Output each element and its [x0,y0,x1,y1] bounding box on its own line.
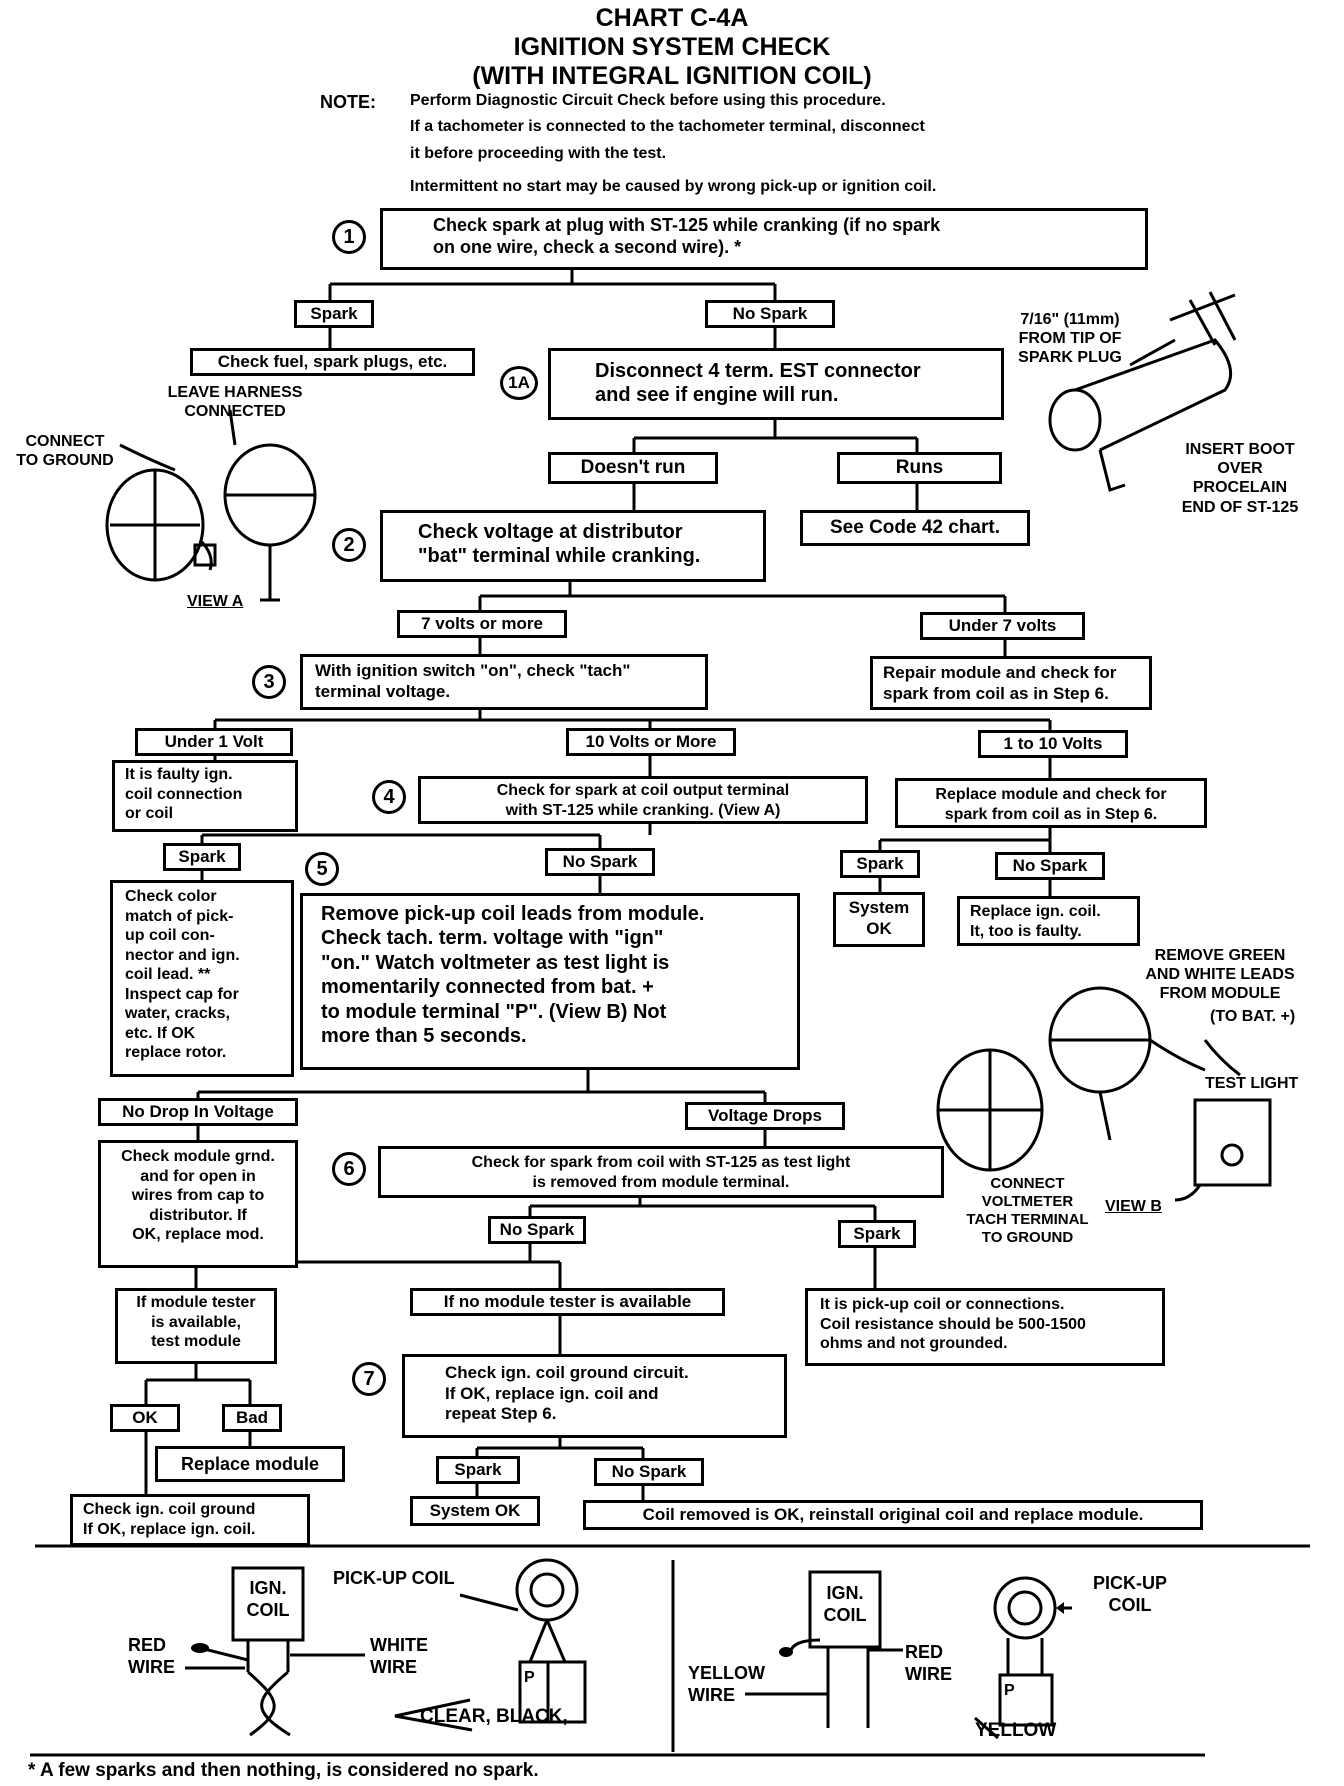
code42-box: See Code 42 chart. [800,510,1030,546]
left-red-wire-label: RED WIRE [128,1635,175,1677]
test-light-label: TEST LIGHT [1205,1075,1299,1092]
right-yellow-wire-label: YELLOW WIRE [688,1663,765,1705]
replace-module-step6-box: Replace module and check for spark from … [895,778,1207,828]
no-spark-branch-1to10: No Spark [995,852,1105,880]
runs-branch: Runs [837,452,1002,484]
step-3-box: With ignition switch "on", check "tach" … [300,654,708,710]
check-fuel-box: Check fuel, spark plugs, etc. [190,348,475,376]
right-p-terminal: P [1004,1682,1015,1699]
check-module-ground-box: Check module grnd. and for open in wires… [98,1140,298,1268]
step-6-marker: 6 [332,1152,366,1186]
right-yellow-label: YELLOW [975,1720,1057,1741]
spark-branch-7: Spark [436,1456,520,1484]
under-7-volts-branch: Under 7 volts [920,612,1085,640]
step-2-box: Check voltage at distributor "bat" termi… [380,510,766,582]
step-5-box: Remove pick-up coil leads from module. C… [300,893,800,1070]
insert-boot-label: INSERT BOOT OVER PROCELAIN END OF ST-125 [1181,441,1299,516]
left-p-terminal: P [524,1669,535,1686]
clear-black-label: CLEAR, BLACK, [420,1706,568,1727]
plug-gap-label: 7/16" (11mm) FROM TIP OF SPARK PLUG [1018,311,1122,367]
step-5-marker: 5 [305,852,339,886]
to-bat-label: (TO BAT. +) [1210,1008,1296,1025]
left-white-wire-label: WHITE WIRE [370,1635,428,1677]
replace-coil-box: Replace ign. coil. It, too is faulty. [957,896,1140,946]
spark-branch-4: Spark [163,843,241,871]
no-spark-branch-7: No Spark [594,1458,704,1486]
system-ok-box-7: System OK [410,1496,540,1526]
connect-ground-label: CONNECT TO GROUND [16,433,114,470]
step-6-box: Check for spark from coil with ST-125 as… [378,1146,944,1198]
under-1-volt-branch: Under 1 Volt [135,728,293,756]
pickup-coil-box: It is pick-up coil or connections. Coil … [805,1288,1165,1366]
check-ign-ground-box: Check ign. coil ground If OK, replace ig… [70,1494,310,1546]
step-7-marker: 7 [352,1362,386,1396]
no-spark-branch-6: No Spark [488,1216,586,1244]
left-pickup-coil-label: PICK-UP COIL [333,1568,455,1588]
repair-module-box: Repair module and check for spark from c… [870,656,1152,710]
step-4-box: Check for spark at coil output terminal … [418,776,868,824]
no-spark-branch-4: No Spark [545,848,655,876]
check-color-box: Check color match of pick- up coil con- … [110,880,294,1077]
step-1-box: Check spark at plug with ST-125 while cr… [380,208,1148,270]
faulty-coil-box: It is faulty ign. coil connection or coi… [112,760,298,832]
1-to-10-volts-branch: 1 to 10 Volts [978,730,1128,758]
system-ok-box-1to10: System OK [833,892,925,947]
note-line1: Perform Diagnostic Circuit Check before … [410,92,886,109]
step-3-marker: 3 [252,665,286,699]
chart-title-line3: (WITH INTEGRAL IGNITION COIL) [472,62,872,90]
ok-branch: OK [110,1404,180,1432]
chart-title-line2: IGNITION SYSTEM CHECK [513,33,831,61]
no-spark-branch-1: No Spark [705,300,835,328]
leave-harness-label: LEAVE HARNESS CONNECTED [167,384,303,421]
step-1-marker: 1 [332,220,366,254]
note-line3: it before proceeding with the test. [410,145,667,162]
right-ign-coil-label: IGN. COIL [823,1583,867,1625]
voltage-drops-branch: Voltage Drops [685,1102,845,1130]
no-drop-branch: No Drop In Voltage [98,1098,298,1126]
spark-branch-1to10: Spark [840,850,920,878]
step-1a-box: Disconnect 4 term. EST connector and see… [548,348,1004,420]
footnote: * A few sparks and then nothing, is cons… [28,1760,539,1781]
right-red-wire-label: RED WIRE [905,1642,952,1684]
view-b-label: VIEW B [1105,1198,1162,1215]
module-tester-box: If module tester is available, test modu… [115,1288,277,1364]
view-a-label: VIEW A [187,593,244,610]
spark-branch-1: Spark [294,300,374,328]
right-pickup-coil-label: PICK-UP COIL [1092,1573,1167,1615]
step-7-box: Check ign. coil ground circuit. If OK, r… [402,1354,787,1438]
chart-title: CHART C-4A [595,4,749,32]
replace-module-box: Replace module [155,1446,345,1482]
bad-branch: Bad [222,1404,282,1432]
note-line4: Intermittent no start may be caused by w… [410,178,937,195]
note-line2: If a tachometer is connected to the tach… [410,118,925,135]
no-module-tester-box: If no module tester is available [410,1288,725,1316]
coil-removed-box: Coil removed is OK, reinstall original c… [583,1500,1203,1530]
step-1a-marker: 1A [500,366,538,400]
step-4-marker: 4 [372,780,406,814]
7-volts-or-more-branch: 7 volts or more [397,610,567,638]
doesnt-run-branch: Doesn't run [548,452,718,484]
10-volts-or-more-branch: 10 Volts or More [566,728,736,756]
connect-voltmeter-label: CONNECT VOLTMETER TACH TERMINAL TO GROUN… [966,1175,1089,1246]
remove-leads-label: REMOVE GREEN AND WHITE LEADS FROM MODULE [1145,947,1295,1003]
spark-branch-6: Spark [838,1220,916,1248]
left-ign-coil-label: IGN. COIL [246,1578,290,1620]
step-2-marker: 2 [332,528,366,562]
note-label: NOTE: [320,92,376,112]
